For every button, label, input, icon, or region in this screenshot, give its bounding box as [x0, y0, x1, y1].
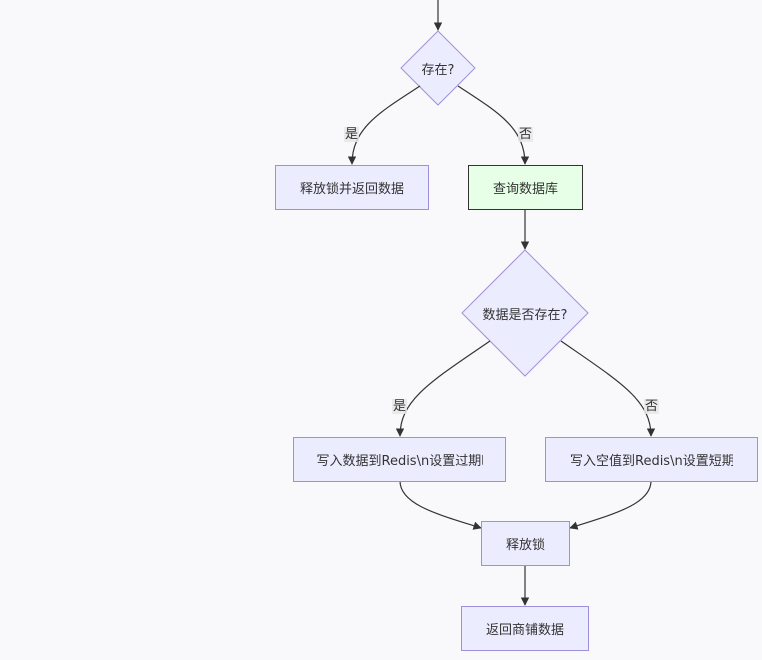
node-write-empty-redis-label: 写入空值到Redis\n设置短期过: [570, 454, 733, 469]
edge-write-empty-to-release: [569, 480, 652, 530]
node-return-shop-data-label: 返回商铺数据: [485, 623, 564, 638]
edge-label-yes-2: 是: [392, 399, 408, 414]
node-write-data-redis[interactable]: 写入数据到Redis\n设置过期时: [293, 437, 506, 482]
node-release-lock-label: 释放锁: [505, 538, 545, 553]
edge-data-no: [560, 340, 656, 437]
edge-write-data-to-release: [399, 480, 482, 530]
edge-data-yes: [395, 340, 491, 437]
node-write-empty-redis[interactable]: 写入空值到Redis\n设置短期过: [545, 437, 758, 482]
edge-label-no-1: 否: [518, 127, 534, 142]
node-return-shop-data[interactable]: 返回商铺数据: [461, 606, 589, 651]
edge-exists-yes: [347, 85, 421, 165]
node-query-database-label: 查询数据库: [492, 182, 558, 197]
node-release-lock[interactable]: 释放锁: [481, 521, 570, 566]
decision-data-exists-diamond: [461, 249, 589, 377]
edge-label-no-2: 否: [644, 399, 660, 414]
decision-data-exists-label: 数据是否存在?: [482, 308, 568, 323]
node-release-and-return[interactable]: 释放锁并返回数据: [275, 165, 429, 210]
edge-exists-no: [457, 85, 530, 165]
node-release-and-return-label: 释放锁并返回数据: [299, 182, 404, 197]
decision-exists-label: 存在?: [421, 63, 455, 78]
edge-label-yes-1: 是: [344, 127, 360, 142]
node-write-data-redis-label: 写入数据到Redis\n设置过期时: [316, 454, 483, 469]
node-query-database[interactable]: 查询数据库: [468, 165, 583, 210]
